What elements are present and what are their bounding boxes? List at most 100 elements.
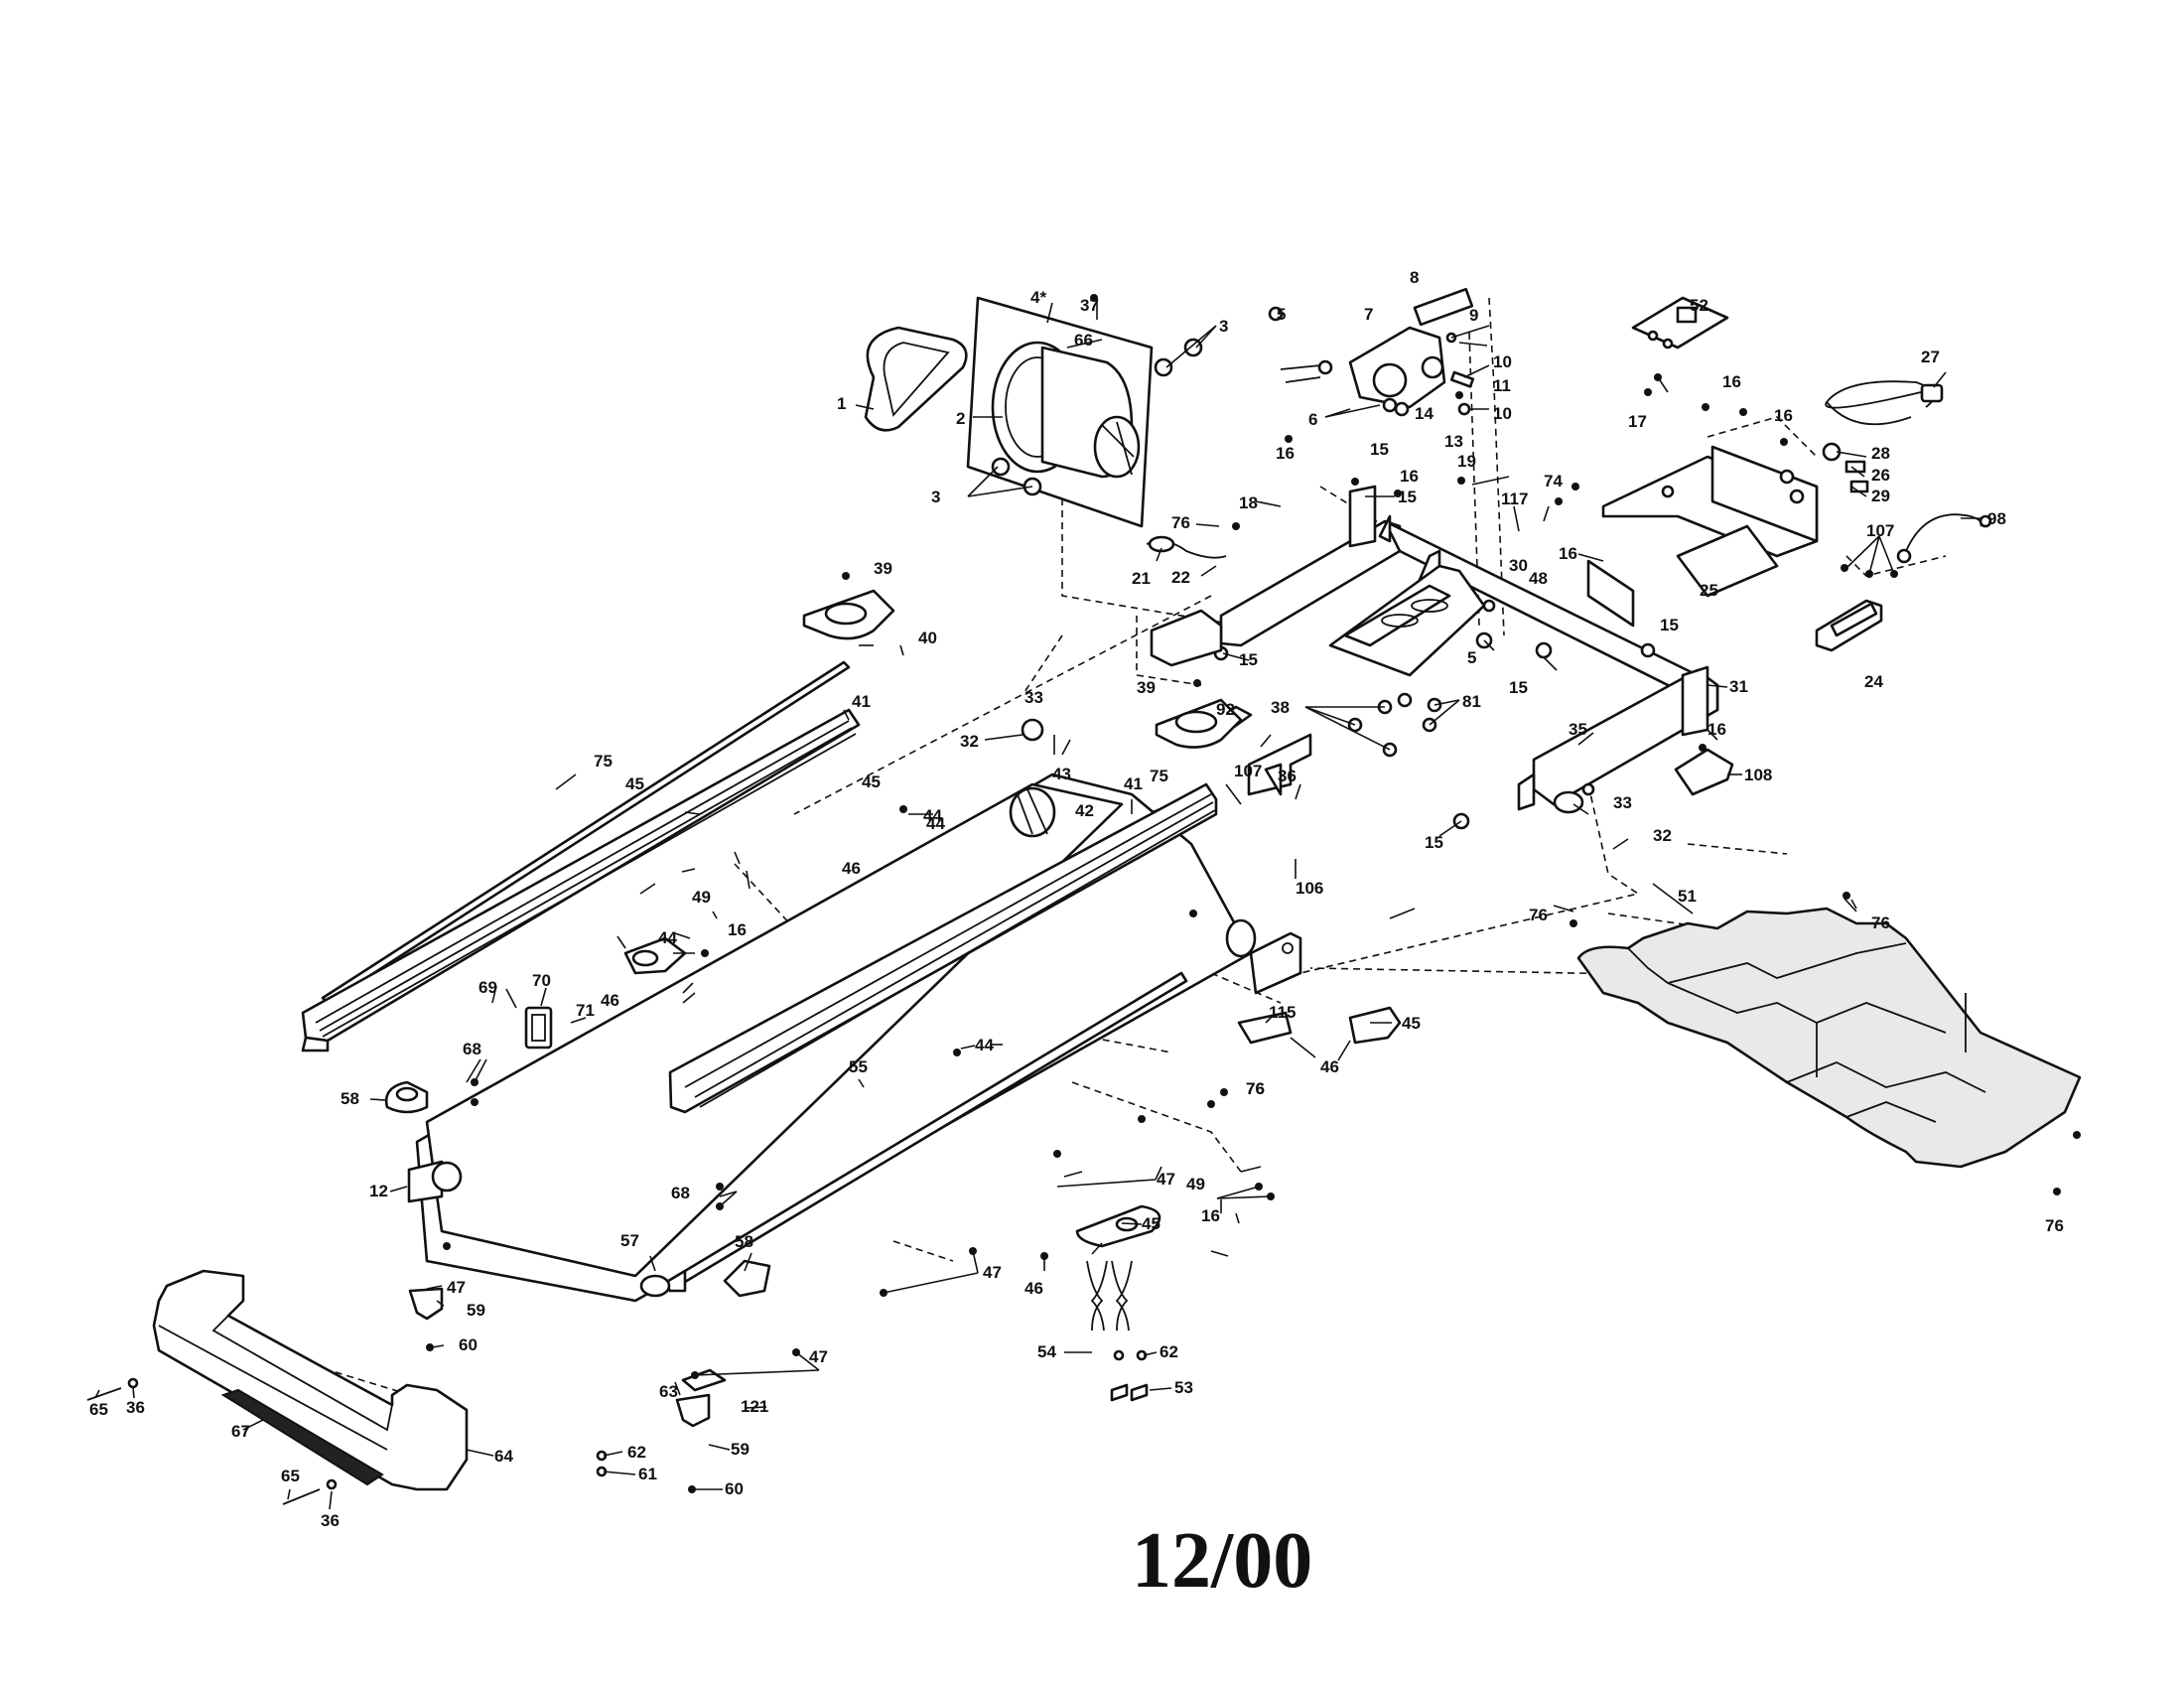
main-frame: [1219, 485, 1719, 806]
callout-15: 15: [1660, 616, 1679, 634]
hood-trim-strip: [220, 1388, 384, 1486]
callout-43: 43: [1052, 765, 1071, 783]
callout-63: 63: [659, 1382, 678, 1401]
callout-65: 65: [89, 1400, 108, 1419]
motor-isolators: [991, 338, 1203, 496]
callout-69: 69: [478, 978, 497, 997]
callout-45: 45: [862, 772, 881, 791]
callout-32: 32: [1653, 826, 1672, 845]
callout-64: 64: [494, 1447, 513, 1466]
callout-41: 41: [852, 692, 871, 711]
callout-54: 54: [1037, 1342, 1056, 1361]
callout-62: 62: [627, 1443, 646, 1462]
callout-108: 108: [1744, 766, 1772, 784]
electronics-tray: [1601, 445, 1819, 598]
callout-60: 60: [459, 1335, 478, 1354]
callout-45: 45: [625, 774, 644, 793]
callout-21: 21: [1132, 569, 1151, 588]
callout-5: 5: [1467, 648, 1476, 667]
callout-33: 33: [1613, 793, 1632, 812]
callout-16: 16: [1559, 544, 1577, 563]
callout-10: 10: [1493, 404, 1512, 423]
callout-92: 92: [1216, 700, 1235, 719]
callout-19: 19: [1457, 452, 1476, 471]
callout-61: 61: [638, 1465, 657, 1483]
callout-49: 49: [692, 888, 711, 907]
callout-58: 58: [341, 1089, 359, 1108]
hood-screws: [86, 1377, 338, 1505]
callout-15: 15: [1425, 833, 1443, 852]
callout-46: 46: [601, 991, 619, 1010]
callout-36: 36: [1278, 767, 1297, 785]
wire-clip: [1146, 535, 1227, 559]
callout-70: 70: [532, 971, 551, 990]
rear-roller: [1009, 786, 1257, 958]
callout-76: 76: [1246, 1079, 1265, 1098]
callout-115: 115: [1269, 1003, 1296, 1022]
callout-36: 36: [126, 1398, 145, 1417]
callout-60: 60: [725, 1479, 744, 1498]
callout-75: 75: [1150, 767, 1168, 785]
callout-59: 59: [731, 1440, 750, 1459]
callout-44: 44: [926, 814, 945, 833]
callout-47: 47: [447, 1278, 466, 1297]
callout-24: 24: [1864, 672, 1883, 691]
callout-13: 13: [1444, 432, 1463, 451]
callout-67: 67: [231, 1422, 250, 1441]
callout-48: 48: [1529, 569, 1548, 588]
callout-4: 4*: [1030, 288, 1046, 307]
callout-16: 16: [1722, 372, 1741, 391]
callout-28: 28: [1871, 444, 1890, 463]
callout-76: 76: [1871, 913, 1890, 932]
callout-35: 35: [1569, 720, 1587, 739]
callout-46: 46: [842, 859, 861, 878]
callout-66: 66: [1074, 331, 1093, 350]
controller-board: [1631, 296, 1729, 350]
left-side-rail: [301, 708, 861, 1052]
callout-58: 58: [735, 1232, 753, 1251]
callout-81: 81: [1462, 692, 1481, 711]
callout-16: 16: [1276, 444, 1295, 463]
incline-bracket: [1586, 559, 1635, 628]
callout-25: 25: [1700, 581, 1718, 600]
callout-107: 107: [1866, 521, 1894, 540]
rear-roller-and-frame: [1021, 718, 1584, 830]
callout-47: 47: [1157, 1170, 1175, 1189]
front-feet: [408, 1287, 727, 1428]
callout-121: 121: [741, 1397, 768, 1416]
rail-end-caps-top: [802, 589, 1243, 749]
callout-32: 32: [960, 732, 979, 751]
callout-59: 59: [467, 1301, 485, 1320]
callout-30: 30: [1509, 556, 1528, 575]
callout-16: 16: [1774, 406, 1793, 425]
motor-hood: [1576, 907, 2082, 1169]
callout-36: 36: [321, 1511, 340, 1530]
callout-22: 22: [1171, 568, 1190, 587]
callout-16: 16: [1201, 1206, 1220, 1225]
callout-40: 40: [918, 629, 937, 647]
callout-98: 98: [1987, 509, 2006, 528]
cord-hardware: [1822, 442, 1869, 493]
callout-62: 62: [1160, 1342, 1178, 1361]
callout-52: 52: [1690, 296, 1708, 315]
jumper-wire: [1896, 513, 1992, 564]
callout-41: 41: [1124, 774, 1143, 793]
leader-lines: [94, 298, 1980, 1510]
callout-74: 74: [1544, 472, 1563, 491]
callout-76: 76: [1246, 1079, 1265, 1098]
callout-44: 44: [923, 806, 942, 825]
callout-11: 11: [1493, 376, 1511, 395]
callout-68: 68: [671, 1184, 690, 1202]
callout-46: 46: [1024, 1279, 1043, 1298]
callout-39: 39: [874, 559, 892, 578]
callout-26: 26: [1871, 466, 1890, 485]
rear-feet: [1075, 1006, 1402, 1248]
callout-51: 51: [1678, 887, 1697, 906]
callout-9: 9: [1469, 306, 1478, 325]
callout-37: 37: [1080, 296, 1099, 315]
callout-39: 39: [1137, 678, 1156, 697]
callout-42: 42: [1075, 801, 1094, 820]
callout-2: 2: [956, 409, 965, 428]
front-roller: [407, 1160, 671, 1298]
callout-107: 107: [1234, 762, 1262, 780]
